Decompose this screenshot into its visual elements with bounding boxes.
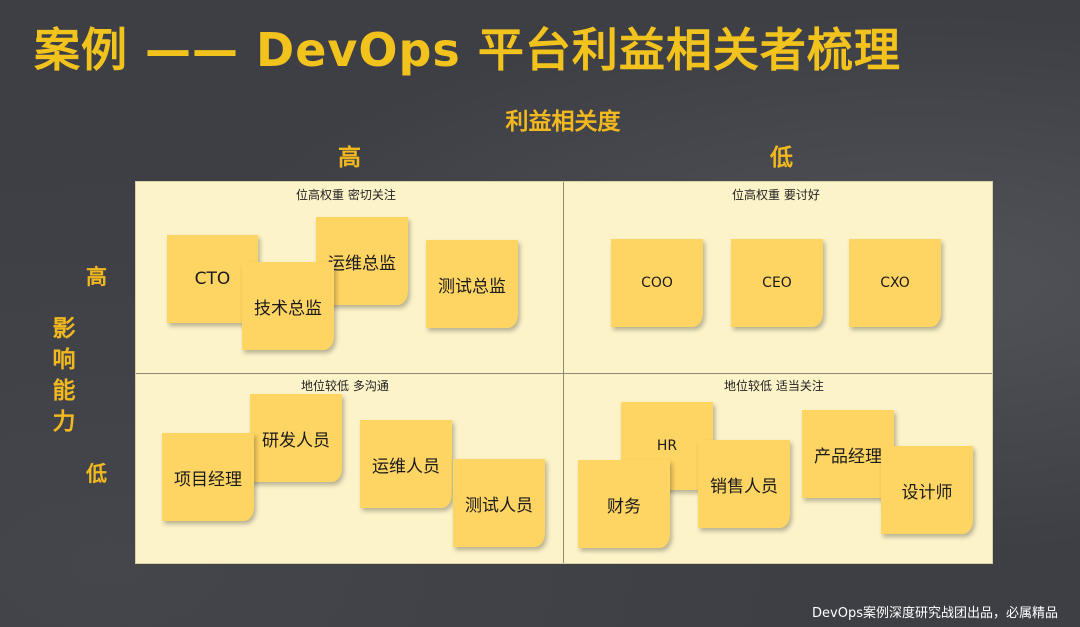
influence-axis-char: 力: [52, 409, 76, 435]
quadrant-title-top-right: 位高权重 要讨好: [732, 188, 820, 202]
influence-axis-char: 响: [52, 347, 76, 373]
interest-axis-title: 利益相关度: [505, 109, 621, 135]
quadrant-title-bottom-right: 地位较低 适当关注: [724, 379, 824, 393]
footer-credit: DevOps案例深度研究战团出品，必属精品: [812, 606, 1058, 621]
influence-axis-char: 能: [52, 378, 76, 404]
sticky-note-designer: 设计师: [881, 446, 973, 534]
page-title: 案例 —— DevOps 平台利益相关者梳理: [34, 23, 901, 77]
influence-low-label: 低: [86, 462, 107, 486]
sticky-note-cxo: CXO: [849, 239, 941, 327]
influence-high-label: 高: [86, 265, 107, 289]
quadrant-title-bottom-left: 地位较低 多沟通: [301, 379, 389, 393]
sticky-note-test-director: 测试总监: [426, 240, 518, 328]
stakeholder-matrix: 位高权重 密切关注 CTO 运维总监 技术总监 测试总监 位高权重 要讨好 CO…: [135, 181, 993, 564]
matrix-divider-horizontal: [136, 373, 992, 374]
influence-axis-char: 影: [52, 316, 76, 342]
sticky-note-testers: 测试人员: [453, 459, 545, 547]
sticky-note-tech-director: 技术总监: [242, 262, 334, 350]
sticky-note-coo: COO: [611, 239, 703, 327]
matrix-divider-vertical: [563, 182, 564, 563]
sticky-note-finance: 财务: [578, 460, 670, 548]
influence-axis-title: 影 响 能 力: [50, 314, 78, 438]
interest-high-label: 高: [338, 145, 361, 171]
interest-low-label: 低: [770, 145, 793, 171]
sticky-note-ceo: CEO: [731, 239, 823, 327]
sticky-note-sales: 销售人员: [698, 440, 790, 528]
sticky-note-ops-staff: 运维人员: [360, 420, 452, 508]
sticky-note-project-manager: 项目经理: [162, 433, 254, 521]
quadrant-title-top-left: 位高权重 密切关注: [296, 188, 396, 202]
sticky-note-developers: 研发人员: [250, 394, 342, 482]
sticky-note-product-manager: 产品经理: [802, 410, 894, 498]
